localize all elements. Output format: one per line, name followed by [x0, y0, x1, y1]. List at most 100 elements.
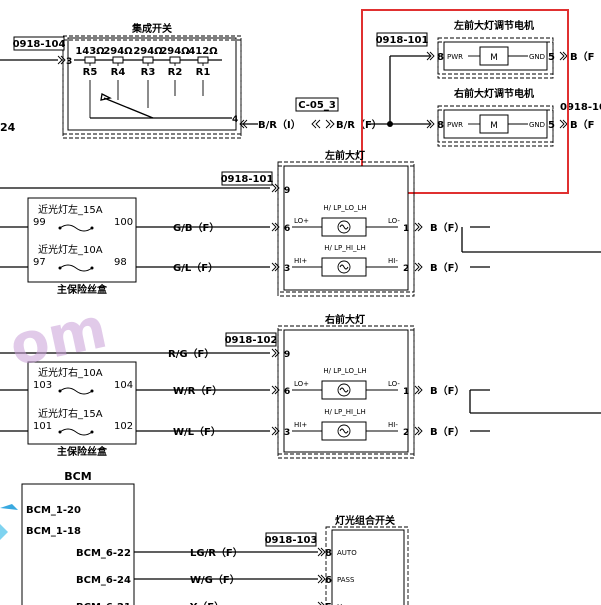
motor-out-wire: B（F — [570, 50, 594, 63]
resistor-name: R5 — [83, 67, 98, 78]
lamp-pin-right: 2 — [403, 428, 409, 438]
combo-title: 灯光组合开关 — [335, 514, 395, 527]
lamp-out: LO- — [388, 217, 400, 225]
motor-m: M — [490, 53, 498, 63]
motor-pin-right: 5 — [548, 52, 555, 63]
left-lamp-title: 左前大灯 — [324, 149, 365, 162]
motor-gnd: GND — [529, 53, 545, 61]
switch-title: 集成开关 — [131, 22, 172, 35]
right-lamp-pin-top: 9 — [284, 350, 290, 360]
motor-pwr: PWR — [447, 53, 463, 61]
lamp-wire: B（F） — [430, 425, 464, 438]
lamp-pin-right: 1 — [403, 387, 409, 397]
fuse-pin-in: 101 — [33, 421, 52, 432]
resistor-icon — [169, 56, 181, 64]
fuse-pin-in: 103 — [33, 380, 52, 391]
bcm-wire: W/G（F） — [190, 573, 240, 586]
resistor-value: 294Ω — [133, 46, 163, 57]
fuse-name: 近光灯左_10A — [38, 243, 103, 256]
arrow-icon — [0, 524, 8, 540]
resistor-value: 143Ω — [75, 46, 105, 57]
right-lamp-connector-tag — [225, 332, 277, 347]
lamp-wire: B（F） — [430, 221, 464, 234]
resistor-value: 294Ω — [103, 46, 133, 57]
lamp-pin-left: 3 — [284, 264, 290, 274]
lamp-pin-right: 2 — [403, 264, 409, 274]
resistor-value: 294Ω — [160, 46, 190, 57]
fuse-pin-out: 98 — [114, 257, 127, 268]
lamp-out: LO- — [388, 380, 400, 388]
ground-wires — [461, 227, 601, 414]
bcm-side-pin-2: BCM_1-18 — [26, 526, 81, 537]
link-wire: B/R（I） C-05_3 B/R（F） — [258, 55, 430, 131]
fuse-wire: G/B（F） — [173, 221, 219, 234]
right-lamp-title: 右前大灯 — [324, 313, 365, 326]
resistor-value: 412Ω — [188, 46, 218, 57]
bulb-name: H/ LP_LO_LH — [323, 367, 366, 375]
combo-pin: 8 — [325, 548, 332, 559]
left-headlamp: 左前大灯 0918-101 9 6 LO+ H/ LP_LO_LH LO-1 B（F） 3… — [0, 149, 490, 297]
fuse-pin-in: 99 — [33, 217, 46, 228]
combo-connector-tag — [265, 532, 317, 547]
resistor-name: R2 — [168, 67, 183, 78]
bcm-title: BCM — [64, 470, 91, 483]
fuse-pin-out: 102 — [114, 421, 133, 432]
switch-connector-tag — [13, 36, 65, 51]
lamp-pin-right: 1 — [403, 224, 409, 234]
bulb-name: H/ LP_HI_LH — [324, 244, 365, 252]
left-lamp-pin-top: 9 — [284, 186, 290, 196]
motor-pin-left: 8 — [437, 52, 444, 63]
lamp-in: LO+ — [294, 380, 309, 388]
fuse-icon — [59, 224, 93, 232]
fuse-name: 近光灯左_15A — [38, 203, 103, 216]
switch-left-num: 24 — [0, 121, 16, 134]
combo-pin-label: H — [337, 603, 342, 605]
integrated-switch: 集成开关 0918-104 24 3 143ΩR5294ΩR4294ΩR3294… — [0, 22, 258, 139]
resistor-icon — [197, 56, 209, 64]
resistor-name: R1 — [196, 67, 211, 78]
bcm-out-pin: BCM_6-24 — [76, 575, 131, 586]
link-wire-left: B/R（I） — [258, 118, 301, 131]
bulb-icon — [337, 260, 351, 274]
right-lamp-top-wire: R/G（F） — [168, 347, 214, 360]
bulb-icon — [337, 220, 351, 234]
resistor-name: R4 — [111, 67, 126, 78]
bulb-icon — [337, 383, 351, 397]
combo-connector: 0918-103 — [265, 535, 318, 546]
motor-connector: 0918-101 — [376, 35, 429, 46]
motor-title: 左前大灯调节电机 — [453, 19, 534, 32]
lamp-pin-left: 6 — [284, 224, 290, 234]
fuse-box-2-label: 主保险丝盒 — [57, 445, 108, 458]
combo-pin-label: PASS — [337, 576, 355, 584]
combo-light-switch: 灯光组合开关 0918-103 8AUTO6PASS5H — [265, 514, 409, 605]
arrow-icon — [0, 504, 18, 510]
link-connector-tag — [295, 97, 339, 112]
motor-m: M — [490, 121, 498, 131]
switch-pin-out: 4 — [232, 115, 238, 125]
bulb-icon — [337, 424, 351, 438]
resistor-icon — [112, 56, 124, 64]
lamp-in: HI+ — [294, 257, 307, 265]
resistor-icon — [84, 56, 96, 64]
highlight-box — [361, 9, 569, 194]
switch-pin-in: 3 — [66, 57, 72, 67]
left-lamp-connector: 0918-101 — [221, 174, 274, 185]
lamp-in: HI+ — [294, 421, 307, 429]
bcm-side-pin-1: BCM_1-20 — [26, 505, 81, 516]
switch-connector: 0918-104 — [13, 39, 66, 50]
lamp-in: LO+ — [294, 217, 309, 225]
motor-pwr: PWR — [447, 121, 463, 129]
fuse-pin-out: 104 — [114, 380, 133, 391]
motor-gnd: GND — [529, 121, 545, 129]
bulb-name: H/ LP_LO_LH — [323, 204, 366, 212]
lamp-wire: B（F） — [430, 384, 464, 397]
bcm-out-pin: BCM_6-21 — [76, 602, 131, 605]
fuse-icon — [59, 264, 93, 272]
combo-pin: 5 — [325, 602, 332, 605]
link-connector: C-05_3 — [298, 100, 336, 111]
motor-out-wire: B（F — [570, 118, 594, 131]
